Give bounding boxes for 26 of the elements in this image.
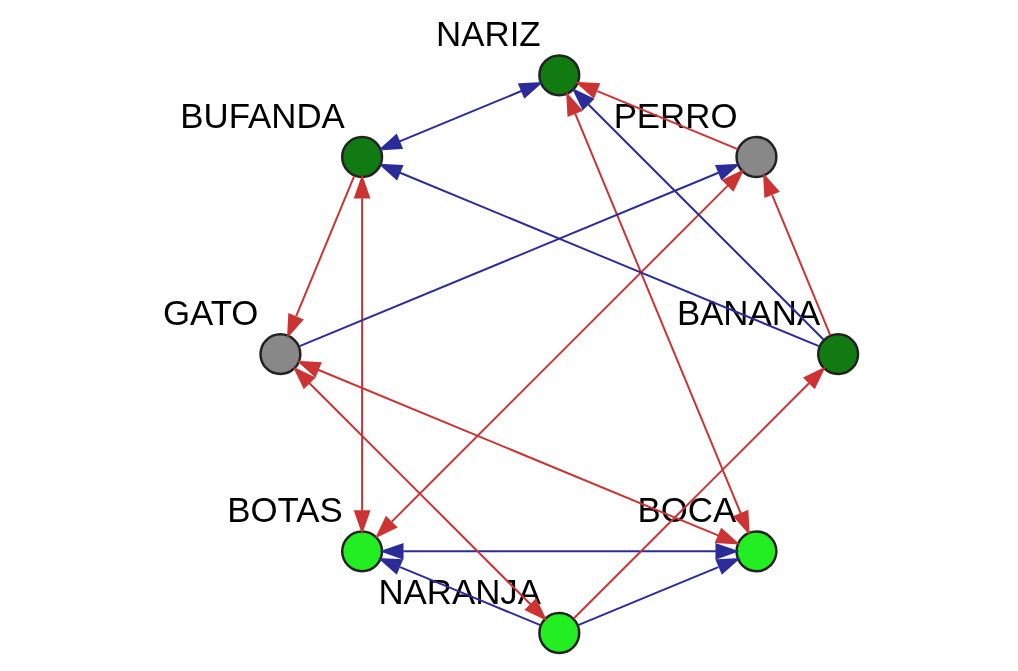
node-label: NARIZ xyxy=(435,13,541,53)
arrow xyxy=(292,366,547,621)
arrow xyxy=(379,542,739,560)
node-label: BUFANDA xyxy=(179,95,345,135)
arrow xyxy=(298,163,740,348)
arrow xyxy=(565,91,750,536)
node-label: BOTAS xyxy=(226,489,343,529)
node-circle xyxy=(537,54,580,97)
node-label: GATO xyxy=(162,292,258,332)
arrow xyxy=(353,174,370,535)
arrow xyxy=(377,163,820,348)
arrow xyxy=(572,366,826,620)
node-circle xyxy=(734,135,778,179)
arrow xyxy=(286,174,355,339)
node-circle xyxy=(340,135,383,179)
arrow xyxy=(296,360,740,545)
node-circle xyxy=(340,530,383,573)
node-circle xyxy=(537,611,580,655)
node-circle xyxy=(816,333,859,376)
node-circle xyxy=(734,530,778,573)
node-circle xyxy=(258,333,302,376)
arrow xyxy=(762,172,831,337)
arrow xyxy=(374,169,744,539)
arrow xyxy=(576,557,741,627)
arrow xyxy=(571,87,825,341)
arrow xyxy=(377,82,543,151)
